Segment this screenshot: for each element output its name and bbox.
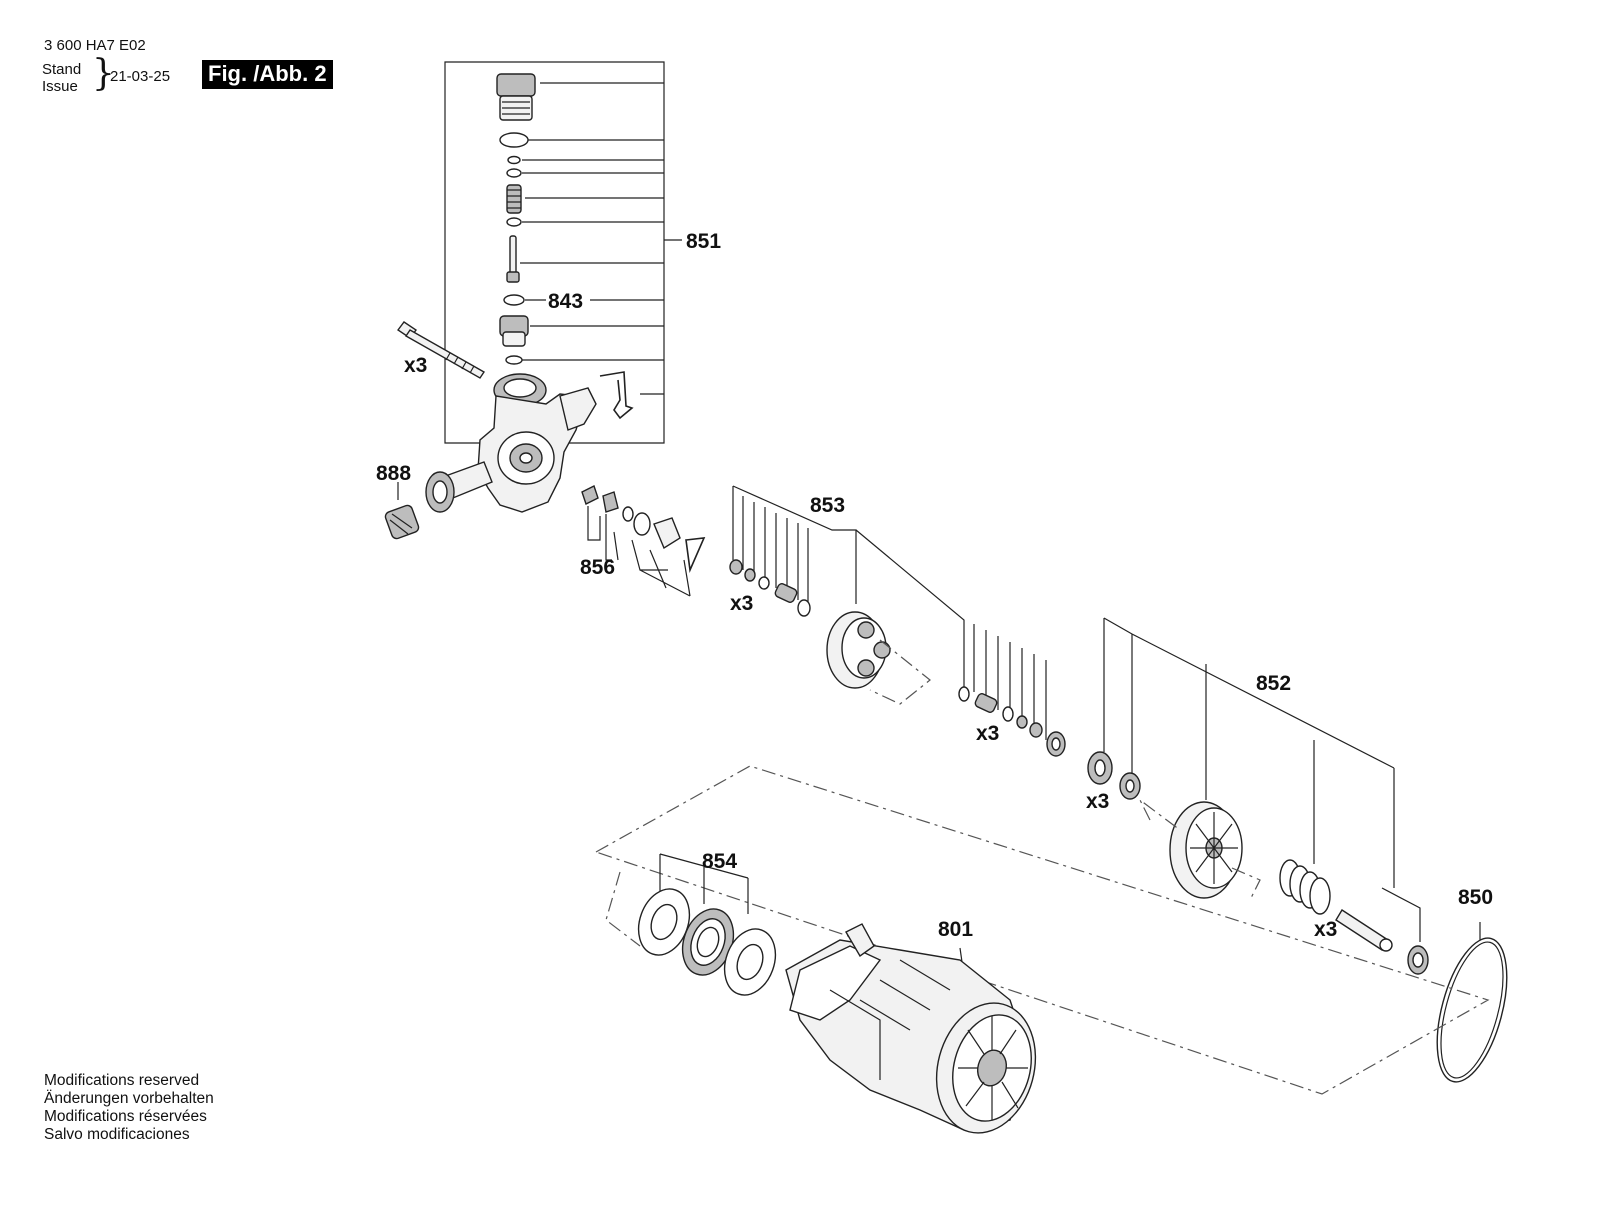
stand-label: Stand <box>42 61 82 78</box>
callout-852: 852 <box>1256 672 1291 695</box>
piston-852 <box>1335 909 1393 952</box>
washer-small <box>506 217 522 227</box>
issue-label: Issue <box>42 78 78 95</box>
long-bolt <box>396 321 485 379</box>
qty-852b-x3: x3 <box>1314 918 1337 941</box>
seal-852-2 <box>1119 772 1141 800</box>
valve-cap <box>496 73 536 121</box>
o-ring-843 <box>503 294 525 306</box>
callout-853: 853 <box>810 494 845 517</box>
inlet-filter-888 <box>384 482 420 540</box>
o-ring-small-2 <box>506 168 522 178</box>
o-ring-bottom <box>505 355 523 365</box>
o-ring-850 <box>1436 922 1508 1083</box>
valve-seat <box>499 315 529 347</box>
motor-801 <box>785 923 1037 1134</box>
valve-set-853-front <box>729 559 811 617</box>
callout-854: 854 <box>702 850 737 873</box>
valve-spring <box>506 184 522 214</box>
washer-854-2 <box>723 928 777 996</box>
retaining-clip <box>599 371 634 420</box>
assembly-852-bracket <box>1103 617 1421 942</box>
washer-854-1 <box>637 888 691 956</box>
qty-853-x3: x3 <box>730 592 753 615</box>
valve-pin <box>506 235 520 283</box>
o-ring-small-1 <box>507 155 521 165</box>
note-line: Salvo modificaciones <box>44 1126 190 1143</box>
seal-852-1 <box>1087 751 1113 785</box>
parts-856 <box>581 485 706 597</box>
figure-badge: Fig. /Abb. 2 <box>202 60 333 89</box>
dashed-bearing-guide <box>605 871 641 947</box>
bearing-854 <box>681 908 735 976</box>
dashed-envelope <box>594 765 1490 1095</box>
callout-851: 851 <box>686 230 721 253</box>
ring-852-end <box>1407 945 1429 975</box>
assembly-853-bracket <box>732 485 1047 740</box>
spring-852 <box>1279 859 1331 915</box>
document-number: 3 600 HA7 E02 <box>44 37 146 54</box>
assembly-854-bracket <box>659 853 749 914</box>
qty-853b-x3: x3 <box>976 722 999 745</box>
valve-plate-853 <box>826 611 931 705</box>
brace-glyph: } <box>92 53 115 94</box>
pump-head-housing <box>425 373 597 513</box>
qty-bolt-x3: x3 <box>404 354 427 377</box>
valve-set-853-rear <box>958 686 1066 757</box>
note-line: Modifications reserved <box>44 1072 200 1089</box>
modification-notes: Modifications reserved Änderungen vorbeh… <box>44 1072 214 1144</box>
callout-843: 843 <box>548 290 583 313</box>
note-line: Änderungen vorbehalten <box>44 1090 214 1107</box>
callout-856: 856 <box>580 556 615 579</box>
callout-850: 850 <box>1458 886 1493 909</box>
callout-851-bracket <box>444 61 682 444</box>
qty-852a-x3: x3 <box>1086 790 1109 813</box>
swash-plate-852 <box>1139 799 1261 901</box>
o-ring-large <box>499 132 529 148</box>
note-line: Modifications réservées <box>44 1108 207 1125</box>
issue-date: 21-03-25 <box>110 68 171 85</box>
callout-888: 888 <box>376 462 411 485</box>
callout-801: 801 <box>938 918 973 941</box>
